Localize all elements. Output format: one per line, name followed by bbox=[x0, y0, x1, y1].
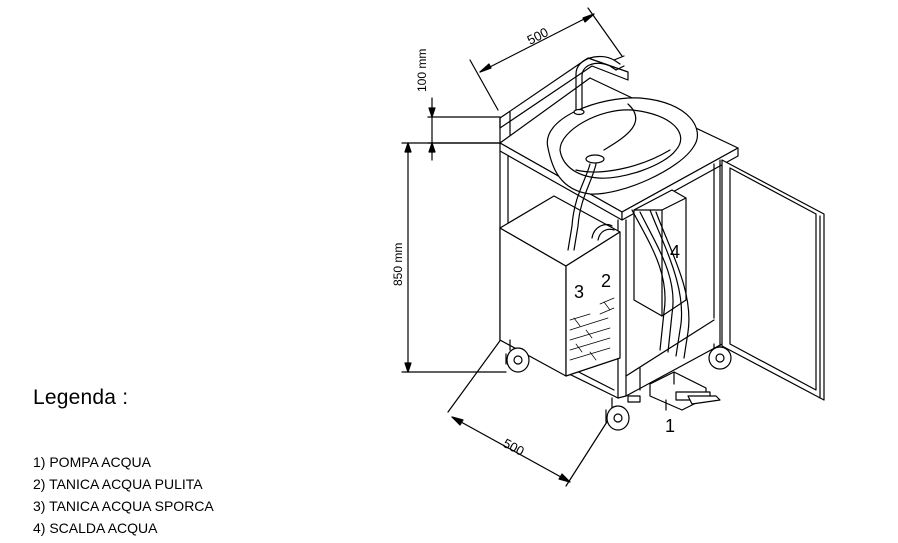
dimension-label-total-height: 850 mm bbox=[391, 243, 405, 286]
wheel-back-right bbox=[708, 343, 732, 370]
dimension-width-top bbox=[469, 7, 623, 111]
callout-clean-tank: 2 bbox=[601, 271, 611, 291]
wheel-front-left bbox=[505, 339, 530, 373]
dirty-water-tank bbox=[499, 195, 621, 377]
callout-heater: 4 bbox=[670, 242, 680, 262]
pump-unit bbox=[649, 371, 721, 411]
legend-item-heater: 4) SCALDA ACQUA bbox=[33, 520, 158, 536]
dimension-label-splash-height: 100 mm bbox=[415, 49, 429, 92]
legend-list: 1) POMPA ACQUA 2) TANICA ACQUA PULITA 3)… bbox=[33, 451, 214, 539]
dimension-depth-bottom bbox=[447, 337, 613, 487]
faucet bbox=[573, 55, 625, 116]
dimension-total-height bbox=[401, 142, 507, 373]
cabinet-door bbox=[721, 159, 825, 401]
hoses bbox=[567, 163, 690, 359]
legend-title: Legenda : bbox=[33, 386, 129, 409]
callout-pump: 1 bbox=[665, 416, 675, 436]
wheel-front-right bbox=[605, 397, 630, 431]
legend-item-dirty-tank: 3) TANICA ACQUA SPORCA bbox=[33, 498, 214, 514]
dimension-label-depth-bottom: 500 bbox=[501, 435, 527, 458]
legend-item-pump: 1) POMPA ACQUA bbox=[33, 454, 151, 470]
wheel-back-left bbox=[627, 395, 641, 403]
dimension-splash-height bbox=[427, 97, 501, 161]
sink-basin bbox=[546, 97, 698, 195]
legend-item-clean-tank: 2) TANICA ACQUA PULITA bbox=[33, 476, 203, 492]
caster-wheels bbox=[505, 339, 732, 431]
dimension-label-width-top: 500 bbox=[525, 24, 551, 47]
callout-dirty-tank: 3 bbox=[574, 282, 584, 302]
